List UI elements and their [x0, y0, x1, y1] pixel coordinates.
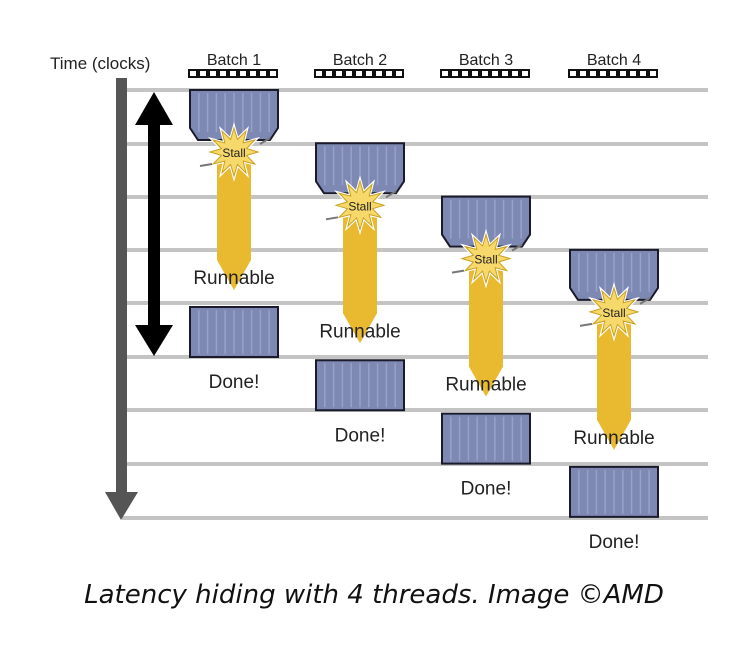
gridline	[122, 88, 708, 92]
batch-label: Batch 3	[459, 52, 513, 69]
done-wavefront-block	[189, 306, 279, 358]
stall-starburst-icon	[579, 281, 651, 342]
done-label: Done!	[461, 479, 512, 500]
done-wavefront-block	[441, 412, 531, 465]
thread-lanes-icon	[440, 69, 530, 78]
batch-label: Batch 4	[587, 52, 641, 69]
runnable-arrow	[469, 266, 503, 397]
time-gridlines	[122, 88, 708, 520]
stalled-wavefront-block	[315, 142, 405, 195]
gridline	[122, 355, 708, 359]
stall-label: Stall	[474, 253, 497, 267]
runnable-label: Runnable	[445, 375, 526, 396]
done-label: Done!	[589, 532, 640, 553]
runnable-label: Runnable	[573, 428, 654, 449]
gridline	[122, 248, 708, 252]
gridline	[122, 142, 708, 146]
latency-double-arrow	[135, 92, 173, 356]
stall-starburst-icon	[325, 175, 397, 236]
thread-lanes-icon	[314, 69, 404, 78]
runnable-label: Runnable	[319, 321, 400, 342]
gridline	[122, 462, 708, 466]
gridline	[122, 408, 708, 412]
runnable-arrow	[343, 213, 377, 344]
gridline	[122, 195, 708, 199]
done-label: Done!	[209, 372, 260, 393]
time-axis-label: Time (clocks)	[50, 54, 150, 73]
runnable-label: Runnable	[193, 268, 274, 289]
stall-label: Stall	[602, 306, 625, 320]
stall-starburst-icon	[199, 122, 271, 182]
done-label: Done!	[335, 425, 386, 446]
runnable-arrow	[597, 319, 631, 450]
stall-label: Stall	[222, 146, 245, 160]
done-wavefront-block	[315, 359, 405, 412]
stall-label: Stall	[348, 199, 371, 213]
gridline	[122, 301, 708, 305]
thread-lanes-icon	[568, 69, 658, 78]
runnable-arrow	[217, 160, 251, 290]
time-arrow	[105, 78, 138, 520]
batch-label: Batch 1	[207, 52, 261, 69]
done-wavefront-block	[569, 465, 659, 518]
batch-label: Batch 2	[333, 52, 387, 69]
stalled-wavefront-block	[441, 195, 531, 248]
thread-lanes-icon	[188, 69, 278, 78]
gridline	[122, 516, 708, 520]
stall-starburst-icon	[451, 228, 523, 289]
figure-caption: Latency hiding with 4 threads. Image ©AM…	[84, 580, 664, 610]
